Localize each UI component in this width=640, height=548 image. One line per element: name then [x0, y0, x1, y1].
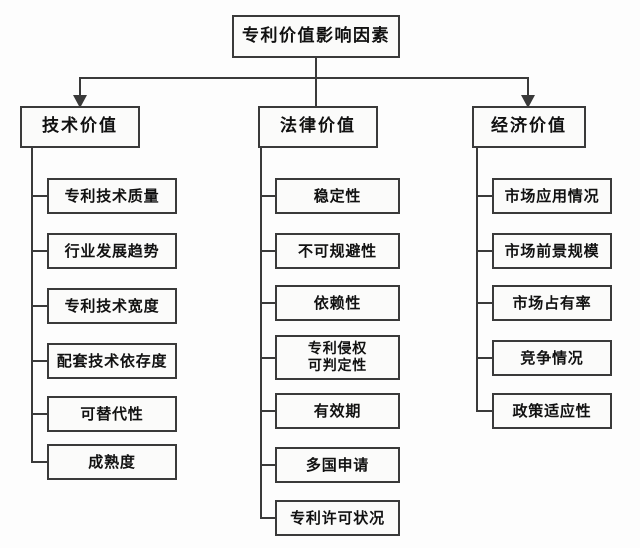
- node-branch-economic-value-label: 经济价值: [491, 116, 567, 137]
- node-branch-technology-value[interactable]: 技术价值: [20, 106, 140, 148]
- node-leaf-non-circumventability-label: 不可规避性: [297, 241, 377, 260]
- node-leaf-substitutability-label: 可替代性: [80, 404, 144, 423]
- node-leaf-stability[interactable]: 稳定性: [275, 178, 400, 214]
- node-leaf-market-prospect-scale[interactable]: 市场前景规模: [492, 233, 612, 269]
- node-leaf-market-share-label: 市场占有率: [512, 293, 592, 312]
- node-leaf-patent-technology-breadth-label: 专利技术宽度: [64, 296, 160, 315]
- node-leaf-patent-infringement-determinability[interactable]: 专利侵权 可判定性: [275, 335, 400, 380]
- node-leaf-supporting-technology-dependence[interactable]: 配套技术依存度: [47, 343, 177, 379]
- node-leaf-patent-licensing-status[interactable]: 专利许可状况: [275, 500, 400, 536]
- node-leaf-market-share[interactable]: 市场占有率: [492, 285, 612, 321]
- node-leaf-policy-adaptability-label: 政策适应性: [512, 401, 592, 420]
- arrowhead-tech: [73, 95, 87, 108]
- node-leaf-multi-country-application-label: 多国申请: [305, 455, 370, 474]
- node-leaf-supporting-technology-dependence-label: 配套技术依存度: [56, 351, 168, 370]
- node-leaf-non-circumventability[interactable]: 不可规避性: [275, 233, 400, 269]
- node-branch-legal-value-label: 法律价值: [280, 116, 356, 137]
- node-branch-legal-value[interactable]: 法律价值: [258, 106, 378, 148]
- node-branch-economic-value[interactable]: 经济价值: [472, 106, 586, 148]
- node-root-label: 专利价值影响因素: [242, 25, 390, 46]
- node-leaf-industry-development-trend-label: 行业发展趋势: [64, 241, 160, 260]
- node-leaf-multi-country-application[interactable]: 多国申请: [275, 447, 400, 483]
- node-leaf-validity-period[interactable]: 有效期: [275, 393, 400, 429]
- node-root[interactable]: 专利价值影响因素: [232, 15, 400, 58]
- node-leaf-dependency-label: 依赖性: [313, 293, 362, 312]
- arrowhead-econ: [521, 95, 535, 108]
- node-leaf-policy-adaptability[interactable]: 政策适应性: [492, 393, 612, 429]
- node-leaf-industry-development-trend[interactable]: 行业发展趋势: [47, 233, 177, 269]
- node-leaf-maturity[interactable]: 成熟度: [47, 444, 177, 480]
- node-leaf-patent-infringement-determinability-label: 专利侵权 可判定性: [307, 340, 368, 374]
- node-leaf-patent-licensing-status-label: 专利许可状况: [290, 508, 385, 527]
- node-leaf-substitutability[interactable]: 可替代性: [47, 396, 177, 432]
- node-leaf-patent-technology-quality[interactable]: 专利技术质量: [47, 178, 177, 214]
- node-leaf-validity-period-label: 有效期: [313, 401, 362, 420]
- node-leaf-dependency[interactable]: 依赖性: [275, 285, 400, 321]
- node-branch-technology-value-label: 技术价值: [42, 116, 118, 137]
- node-leaf-market-prospect-scale-label: 市场前景规模: [504, 241, 600, 260]
- node-leaf-maturity-label: 成熟度: [88, 452, 136, 471]
- node-leaf-patent-technology-quality-label: 专利技术质量: [64, 186, 160, 205]
- node-leaf-competition-status[interactable]: 竞争情况: [492, 340, 612, 376]
- node-leaf-market-application-status[interactable]: 市场应用情况: [492, 178, 612, 214]
- node-leaf-patent-technology-breadth[interactable]: 专利技术宽度: [47, 288, 177, 324]
- node-leaf-competition-status-label: 竞争情况: [520, 348, 584, 367]
- node-leaf-market-application-status-label: 市场应用情况: [504, 186, 600, 205]
- node-leaf-stability-label: 稳定性: [313, 186, 362, 205]
